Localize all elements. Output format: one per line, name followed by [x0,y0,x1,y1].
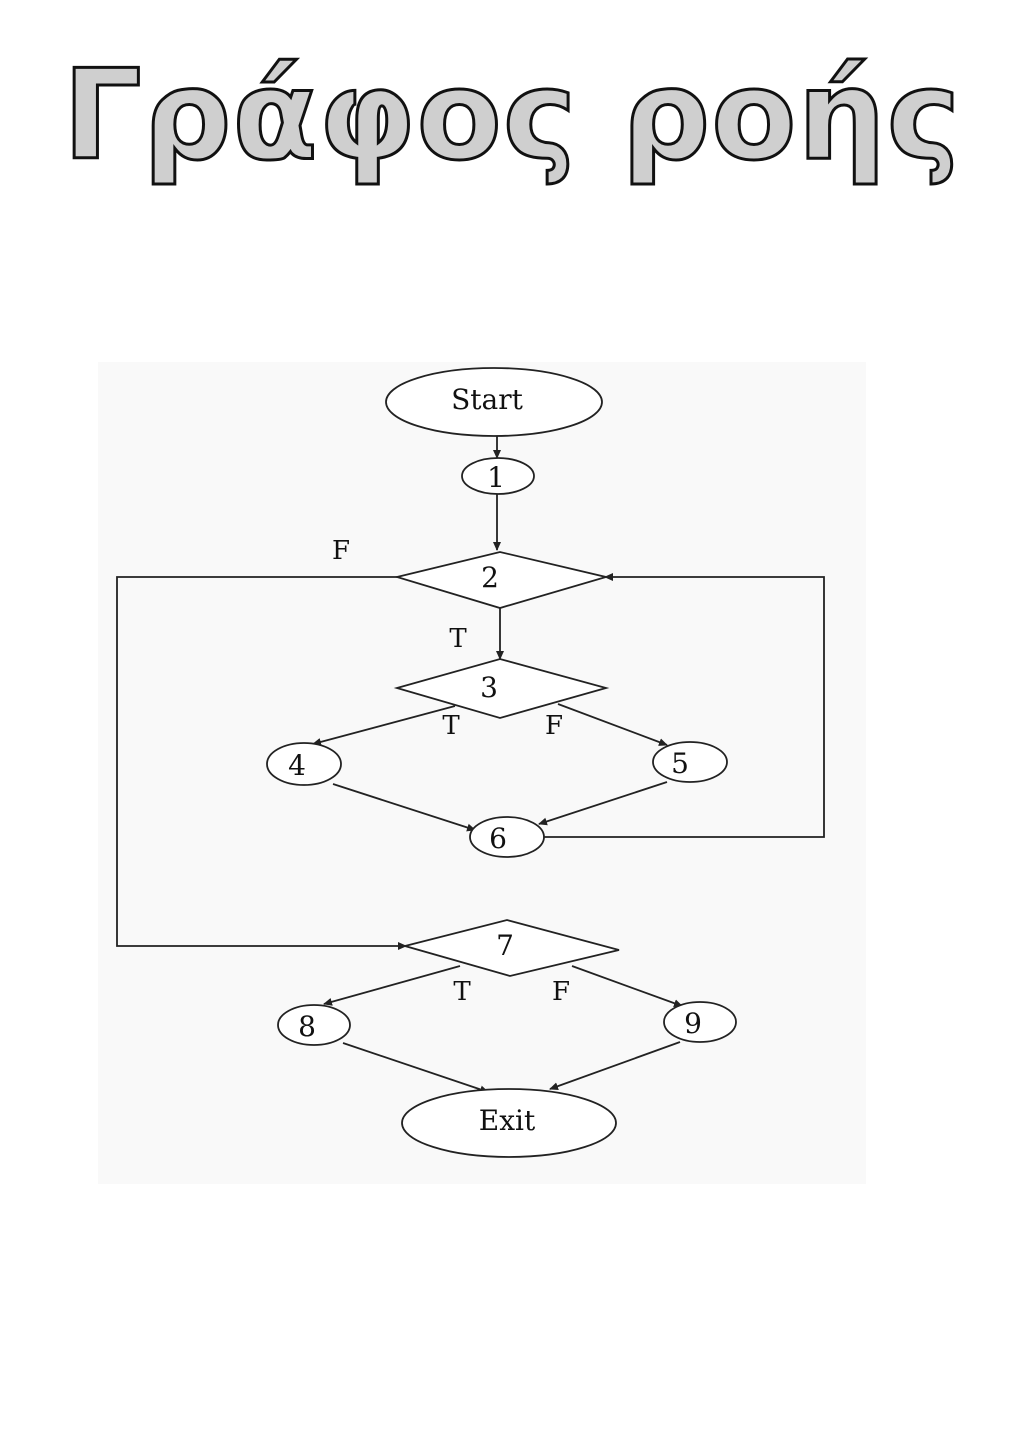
node-7-label: 7 [496,929,514,962]
node-2: 2 [393,551,610,609]
node-6: 6 [469,816,545,858]
node-3-label: 3 [480,671,498,704]
node-3: 3 [393,658,610,719]
node-9-label: 9 [684,1007,702,1040]
diagram-panel [98,362,866,1184]
node-1-label: 1 [487,461,505,494]
node-2-label: 2 [481,561,499,594]
node-5-label: 5 [671,747,689,780]
edge-label-n2-true: T [449,624,467,654]
node-9: 9 [663,1001,737,1043]
node-8: 8 [277,1004,351,1046]
edge-7-9-false [571,965,683,1008]
edge-6-2-loop [543,573,825,838]
edge-7-8-true [323,965,461,1006]
node-4-label: 4 [288,749,306,782]
node-exit: Exit [401,1088,617,1158]
node-7: 7 [401,919,620,977]
node-6-label: 6 [489,822,507,855]
node-start: Start [385,367,603,437]
edge-label-n2-false: F [332,536,350,566]
node-5: 5 [652,741,728,783]
edge-9-exit [549,1041,681,1091]
edge-3-5-false [557,703,668,746]
node-1: 1 [461,457,535,495]
node-start-label: Start [451,383,524,416]
node-8-label: 8 [298,1010,316,1043]
edge-4-6 [332,783,476,832]
node-exit-label: Exit [479,1104,536,1137]
edges [116,436,825,1094]
edge-8-exit [342,1042,489,1094]
edge-label-n7-false: F [552,977,570,1007]
edge-label-n3-false: F [545,711,563,741]
edge-3-4-true [312,705,456,746]
edge-5-6 [538,781,668,826]
edge-labels: F T T F T F [332,536,570,1007]
edge-2-7-false [116,576,407,950]
page-title: Γράφος ροής [61,43,962,190]
node-4: 4 [266,742,342,786]
edge-label-n7-true: T [453,977,471,1007]
edge-label-n3-true: T [442,711,460,741]
